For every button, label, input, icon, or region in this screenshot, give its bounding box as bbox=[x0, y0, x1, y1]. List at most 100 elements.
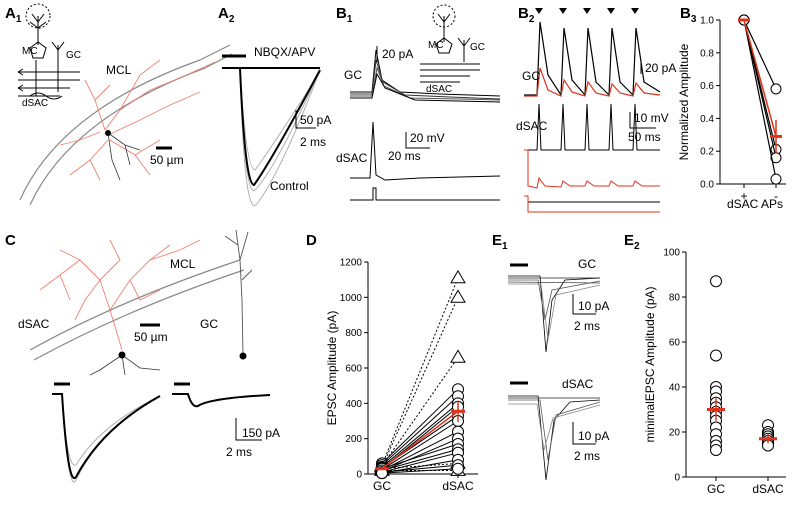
circuit-schematic-icon bbox=[420, 4, 480, 83]
pair-line bbox=[743, 19, 777, 180]
current-step-black bbox=[524, 195, 660, 203]
panel-b2: B2 GC 20 pA dSAC 10 mV 50 ms bbox=[516, 5, 676, 213]
y-tick-label: 1000 bbox=[340, 293, 363, 304]
pair-line bbox=[381, 462, 459, 470]
pair-line bbox=[743, 19, 777, 158]
schematic-gc-label: GC bbox=[470, 42, 485, 53]
data-point-gc bbox=[710, 349, 722, 362]
drug-label: NBQX/APV bbox=[254, 45, 315, 59]
gc-label-c: GC bbox=[200, 317, 218, 331]
data-point bbox=[770, 173, 782, 185]
mcl-boundary bbox=[19, 44, 231, 201]
y-axis-label: EPSC Amplitude (pA) bbox=[325, 311, 339, 426]
dsac-soma bbox=[105, 130, 111, 136]
current-step-red bbox=[524, 195, 660, 213]
y-tick-label: 800 bbox=[345, 328, 362, 339]
t-scale-label-b1: 20 ms bbox=[388, 149, 421, 163]
dsac-label-b2: dSAC bbox=[516, 119, 548, 133]
schematic-gc-label: GC bbox=[66, 50, 81, 61]
y-tick-label: 40 bbox=[669, 383, 681, 394]
gc-epsc-traces bbox=[350, 49, 501, 103]
x-tick-label: - bbox=[774, 189, 778, 203]
y-axis-label: Normalized Amplitude bbox=[677, 43, 691, 160]
y-axis-label: minimalEPSC Amplitude (pA) bbox=[643, 286, 657, 442]
panel-label-e1: E1 bbox=[492, 232, 508, 252]
pair-line bbox=[743, 19, 777, 90]
t-scale-label-b2: 50 ms bbox=[628, 130, 661, 144]
pair-line bbox=[381, 357, 459, 467]
y-tick-label: 100 bbox=[663, 248, 680, 259]
y-tick-label: 600 bbox=[345, 364, 362, 375]
gc-scale-label-b1: 20 pA bbox=[382, 47, 413, 61]
data-point-gc bbox=[710, 444, 722, 456]
pair-line bbox=[381, 464, 459, 473]
panel-label-a2: A2 bbox=[218, 5, 235, 25]
panel-label-e2: E2 bbox=[624, 232, 640, 252]
mcl-boundary bbox=[33, 269, 245, 361]
scalebar-b1-dsac bbox=[405, 132, 430, 149]
gc-label-b2: GC bbox=[522, 69, 540, 83]
gc-reconstruction bbox=[224, 229, 253, 356]
gc-epsc-train-black bbox=[524, 21, 661, 97]
x-tick-label: GC bbox=[707, 482, 725, 496]
y-tick-label: 1200 bbox=[340, 258, 363, 269]
v-scale-label-b1: 20 mV bbox=[410, 131, 445, 145]
y-tick-label: 0.2 bbox=[700, 147, 714, 158]
y-tick-label: 0.8 bbox=[700, 48, 714, 59]
pair-line bbox=[381, 277, 459, 466]
data-point-triangle bbox=[450, 289, 466, 303]
pair-line bbox=[381, 443, 459, 470]
pair-line bbox=[381, 431, 459, 471]
y-tick-label: 0.4 bbox=[700, 114, 714, 125]
scale-label-a2-x: 2 ms bbox=[300, 135, 326, 149]
panel-label-a1: A1 bbox=[5, 5, 22, 25]
dsac-ap-trace bbox=[350, 121, 501, 181]
scale-label-e1-y1: 10 pA bbox=[578, 299, 609, 313]
dsac-arbor-reconstruction bbox=[39, 239, 201, 351]
mcl-label-c: MCL bbox=[170, 257, 196, 271]
dsac-label-b1: dSAC bbox=[336, 151, 368, 165]
y-tick-label: 0.0 bbox=[700, 180, 714, 191]
data-point-triangle bbox=[450, 349, 466, 363]
y-tick-label: 60 bbox=[669, 338, 681, 349]
pair-line bbox=[381, 402, 459, 468]
scalebar-e1-dsac bbox=[572, 422, 596, 445]
scale-label-a2-y: 50 pA bbox=[300, 113, 331, 127]
scale-label-e1-x1: 2 ms bbox=[574, 319, 600, 333]
pair-line bbox=[381, 468, 459, 474]
pair-line bbox=[381, 395, 459, 466]
data-point-gc bbox=[710, 275, 722, 288]
y-tick-label: 0 bbox=[674, 473, 680, 484]
dsac-soma-c bbox=[118, 351, 126, 359]
control-label: Control bbox=[270, 179, 309, 193]
circuit-schematic-icon bbox=[17, 3, 80, 100]
stimulus-arrowheads bbox=[535, 8, 639, 14]
y-tick-label: 400 bbox=[345, 399, 362, 410]
pair-line bbox=[381, 448, 459, 471]
gc-soma-c bbox=[239, 352, 247, 360]
dsac-minimal-epsc-traces bbox=[508, 395, 601, 481]
gc-label-e1: GC bbox=[578, 257, 596, 271]
stimulus-trace bbox=[350, 187, 500, 201]
schematic-mc-label: MC bbox=[428, 40, 444, 51]
panel-label-d: D bbox=[306, 232, 317, 249]
y-tick-label: 0.6 bbox=[700, 81, 714, 92]
mcl-boundary bbox=[29, 259, 241, 351]
pair-line bbox=[381, 297, 459, 468]
t-scale-label-c: 2 ms bbox=[226, 445, 252, 459]
pair-line bbox=[381, 420, 459, 471]
dsac-evoked-epsc-traces bbox=[52, 393, 161, 483]
schematic-dsac-label: dSAC bbox=[426, 84, 452, 95]
data-point bbox=[770, 83, 782, 95]
scale-label-e1-x2: 2 ms bbox=[574, 449, 600, 463]
schematic-dsac-label: dSAC bbox=[22, 98, 48, 109]
dsac-dendrite-reconstruction bbox=[59, 59, 216, 181]
x-tick-label: GC bbox=[373, 479, 391, 493]
panel-b3: B3 0.00.20.40.60.81.0+-Normalized Amplit… bbox=[677, 5, 786, 211]
dsac-hyperpolarized-trace bbox=[524, 149, 660, 189]
